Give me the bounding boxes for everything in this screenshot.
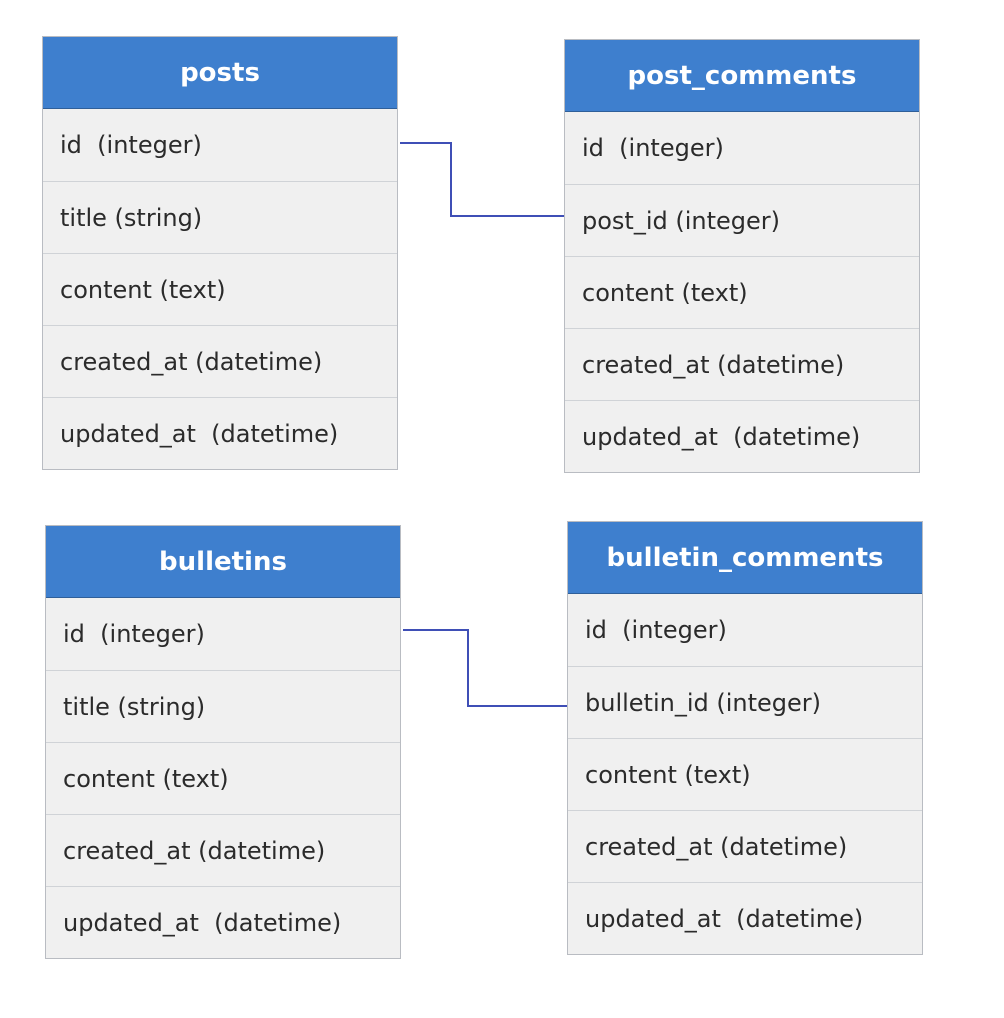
field-post-comments-content: content (text) bbox=[565, 256, 919, 328]
field-bulletins-id: id (integer) bbox=[63, 620, 205, 648]
table-title-bulletin-comments: bulletin_comments bbox=[568, 522, 922, 594]
field-post-comments-id: id (integer) bbox=[582, 134, 724, 162]
table-posts: posts id (integer) title (string) conten… bbox=[42, 36, 398, 470]
field-bulletins-created-at: created_at (datetime) bbox=[46, 814, 400, 886]
connector-bulletins-id-to-bulletin-id bbox=[403, 629, 567, 707]
table-title-posts: posts bbox=[43, 37, 397, 109]
table-bulletin-comments: bulletin_comments id (integer) bulletin_… bbox=[567, 521, 923, 955]
field-bulletins-title: title (string) bbox=[46, 670, 400, 742]
field-bulletins-content: content (text) bbox=[46, 742, 400, 814]
field-bulletins-updated-at: updated_at (datetime) bbox=[46, 886, 400, 958]
field-bulletin-comments-created-at: created_at (datetime) bbox=[568, 810, 922, 882]
field-post-comments-updated-at: updated_at (datetime) bbox=[565, 400, 919, 472]
field-posts-content: content (text) bbox=[43, 253, 397, 325]
field-post-comments-created-at: created_at (datetime) bbox=[565, 328, 919, 400]
connector-posts-id-to-post-id bbox=[400, 142, 564, 217]
table-bulletins: bulletins id (integer) title (string) co… bbox=[45, 525, 401, 959]
field-post-comments-post-id: post_id (integer) bbox=[565, 184, 919, 256]
field-posts-updated-at: updated_at (datetime) bbox=[43, 397, 397, 469]
field-bulletin-comments-updated-at: updated_at (datetime) bbox=[568, 882, 922, 954]
table-post-comments: post_comments id (integer) post_id (inte… bbox=[564, 39, 920, 473]
table-title-post-comments: post_comments bbox=[565, 40, 919, 112]
field-bulletin-comments-bulletin-id: bulletin_id (integer) bbox=[568, 666, 922, 738]
field-posts-title: title (string) bbox=[43, 181, 397, 253]
table-title-bulletins: bulletins bbox=[46, 526, 400, 598]
field-posts-created-at: created_at (datetime) bbox=[43, 325, 397, 397]
field-bulletin-comments-id: id (integer) bbox=[585, 616, 727, 644]
field-posts-id: id (integer) bbox=[60, 131, 202, 159]
field-bulletin-comments-content: content (text) bbox=[568, 738, 922, 810]
